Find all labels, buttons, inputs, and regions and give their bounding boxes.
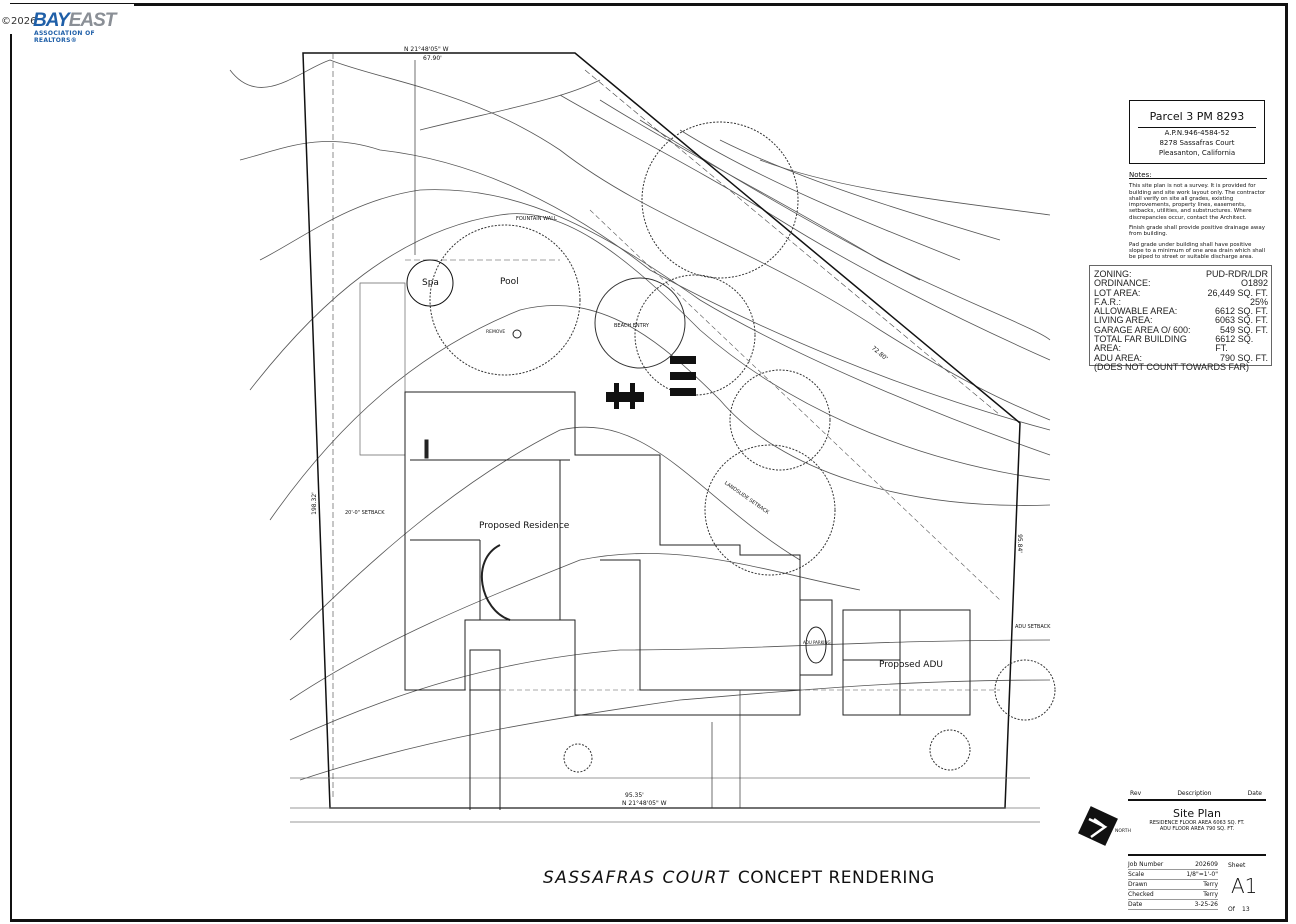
sheet-label: Sheet (1228, 862, 1246, 869)
adu-footprint (799, 599, 971, 716)
trees (429, 121, 1056, 773)
note-item: This site plan is not a survey. It is pr… (1129, 183, 1266, 221)
zoning-row: LIVING AREA:6063 SQ. FT. (1094, 315, 1268, 326)
setback-label: 20'-0" SETBACK (345, 510, 385, 516)
zoning-row: ALLOWABLE AREA:6612 SQ. FT. (1094, 306, 1268, 317)
zoning-row: ORDINANCE:O1892 (1094, 278, 1268, 289)
parcel-address: 8278 Sassafras Court (1159, 139, 1235, 147)
zoning-row: ZONING:PUD-RDR/LDR (1094, 269, 1268, 279)
sheet-subtitle: RESIDENCE FLOOR AREA 6063 SQ. FT. (1149, 820, 1245, 826)
zoning-row: ADU AREA:790 SQ. FT. (1094, 352, 1268, 363)
date-header: Date (1247, 790, 1262, 797)
distance-label-top: 67.90' (423, 55, 442, 62)
caption-text: CONCEPT RENDERING (737, 868, 935, 888)
parcel-city: Pleasanton, California (1158, 149, 1236, 157)
brand-tagline: ASSOCIATION OF REALTORS® (34, 30, 95, 44)
beach-entry-label: BEACH ENTRY (614, 323, 649, 329)
bearing-label-bottom: N 21°48'05" W (622, 800, 667, 807)
topo-contours (229, 59, 1051, 781)
north-arrow-icon (1078, 806, 1118, 846)
north-label: NORTH (1115, 829, 1131, 834)
caption-street: SASSAFRAS COURT (543, 868, 730, 888)
zoning-row: GARAGE AREA O/ 600:549 SQ. FT. (1094, 324, 1268, 335)
of-label: Of (1228, 906, 1235, 913)
rendering-caption: SASSAFRAS COURT CONCEPT RENDERING (543, 868, 935, 888)
watermark-logo: ©2026 BAYEAST ASSOCIATION OF REALTORS® (0, 4, 134, 44)
zoning-row: TOTAL FAR BUILDING AREA:6612 SQ. FT. (1094, 334, 1254, 354)
copyright: ©2026 (1, 16, 37, 27)
zoning-row: LOT AREA:26,449 SQ. FT. (1094, 287, 1268, 298)
sheet-title: Site Plan (1172, 807, 1222, 820)
residence-label: Proposed Residence (479, 521, 570, 531)
note-item: Pad grade under building shall have posi… (1129, 241, 1266, 261)
residence-footprint (404, 391, 801, 810)
distance-label-left: 198.32' (310, 492, 318, 515)
distance-label-bottom: 95.35' (625, 792, 644, 799)
parcel-info-box: Parcel 3 PM 8293 A.P.N.946-4584-52 8278 … (1129, 100, 1265, 164)
fountain-wall-label: FOUNTAIN WALL (516, 216, 557, 222)
drawing-border (10, 3, 1288, 922)
adu-setback-label: ADU SETBACK (1015, 624, 1051, 630)
distance-label-right: 95.84' (1015, 534, 1023, 553)
notes-section: Notes: This site plan is not a survey. I… (1129, 171, 1267, 265)
sheet-number: A1 (1231, 874, 1258, 898)
zoning-row: F.A.R.:25% (1094, 296, 1268, 307)
rev-header: Rev (1130, 790, 1142, 797)
patio-furniture (606, 356, 696, 409)
title-block: Rev Description Date Site Plan RESIDENCE F… (1128, 788, 1266, 913)
sheet-subtitle: ADU FLOOR AREA 790 SQ. FT. (1159, 826, 1235, 832)
brand-logo: BAYEAST (33, 10, 116, 31)
adu-label: Proposed ADU (879, 660, 943, 670)
remove-label: REMOVE (486, 330, 506, 335)
parking-label: ADU PARKING (803, 640, 831, 645)
bearing-label-top: N 21°48'05" W (404, 46, 449, 53)
parcel-apn: A.P.N.946-4584-52 (1164, 129, 1230, 137)
note-item: Finish grade shall provide positive drai… (1129, 225, 1266, 238)
parcel-title: Parcel 3 PM 8293 (1138, 110, 1256, 128)
property-line (302, 52, 1021, 809)
pool-label: Pool (500, 277, 519, 287)
sheet-total: 13 (1242, 906, 1250, 913)
zoning-table: ZONING:PUD-RDR/LDR ORDINANCE:O1892 LOT A… (1089, 265, 1272, 372)
notes-heading: Notes: (1129, 171, 1267, 180)
spa-label: Spa (422, 278, 439, 288)
description-header: Description (1177, 790, 1212, 797)
zoning-footnote: (DOES NOT COUNT TOWARDS FAR) (1094, 361, 1250, 372)
